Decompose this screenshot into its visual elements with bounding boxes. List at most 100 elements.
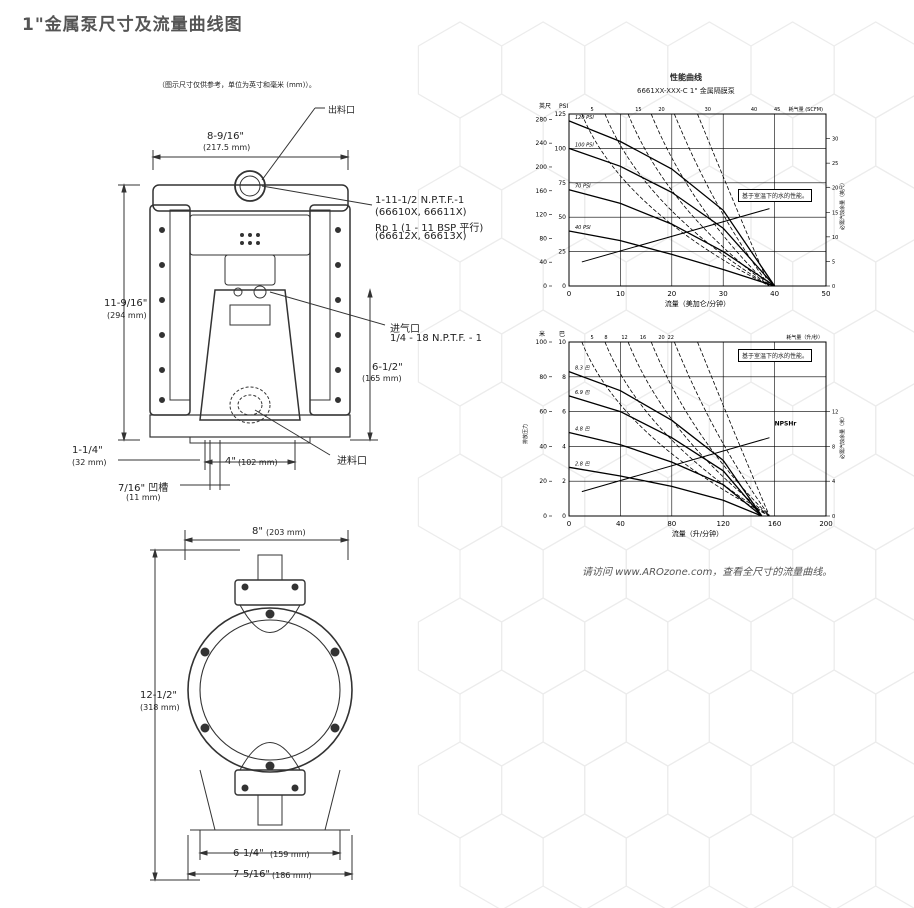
chart2-top-tick: 16	[640, 335, 646, 341]
chart1-y-outer-tick: 120	[536, 212, 548, 219]
chart2-y-tick: 10	[558, 339, 566, 346]
chart1-series-label: 40 PSI	[575, 225, 591, 231]
chart1-x-tick: 20	[667, 290, 676, 298]
side-base-mm: (159 mm)	[270, 850, 310, 859]
chart1-y-outer-tick: 0	[543, 283, 547, 290]
side-overall-in: 7-5/16"	[233, 869, 271, 880]
chart1-series-line	[568, 147, 776, 287]
chart1-y-outer-tick: 240	[536, 140, 548, 147]
chart1-series-label: 70 PSI	[575, 184, 591, 190]
chart2-air-curve	[673, 341, 770, 517]
side-height-mm: (318 mm)	[140, 703, 180, 712]
chart1-top-tick: 45	[774, 107, 780, 113]
chart1-y-tick: 25	[558, 249, 566, 256]
port-line-3: Rp 1 (1 - 11 BSP 平行)	[375, 223, 484, 234]
chart2-x-tick: 40	[616, 520, 625, 528]
side-width-mm: (203 mm)	[266, 528, 306, 537]
chart1-series-label: 120 PSI	[575, 115, 594, 121]
chart1-series-line	[568, 230, 775, 287]
chart1-right-tick: 5	[832, 259, 835, 265]
chart2-y-outer-tick: 0	[543, 513, 547, 520]
height-dim-in: 11-9/16"	[104, 298, 148, 309]
chart1-top-tick: 30	[705, 107, 711, 113]
air-inlet-label: 进气口	[390, 324, 420, 335]
chart1-x-tick: 50	[822, 290, 831, 298]
port-line-1: 1-11-1/2 N.P.T.F.-1	[375, 195, 465, 206]
chart1-right-tick: 0	[832, 284, 835, 290]
outlet-label: 出料口	[328, 106, 356, 116]
front-caption: （图示尺寸仅供参考，单位为英寸和毫米 (mm)）。	[158, 81, 316, 89]
chart2-y-outer-tick: 20	[539, 478, 547, 485]
chart1-top-label: 耗气量 (SCFM)	[789, 106, 823, 113]
chart1-right-tick: 10	[832, 235, 838, 241]
footer-note: 请访问 www.AROzone.com，查看全尺寸的流量曲线。	[582, 567, 833, 578]
page-title: 1"金属泵尺寸及流量曲线图	[22, 15, 243, 35]
chart1-title: 性能曲线	[670, 73, 702, 82]
chart2-series-label: 2.8 巴	[575, 461, 591, 467]
chart1-ylabel-outer: 英尺	[539, 102, 551, 110]
chart1-y-tick: 0	[562, 283, 566, 290]
chart2-top-tick: 5	[591, 335, 594, 341]
chart2-air-curve	[627, 341, 770, 517]
chart1-y-tick: 50	[558, 214, 566, 221]
slot-dim-mm: (11 mm)	[126, 493, 161, 502]
chart2-right-tick: 8	[832, 444, 835, 450]
inlet-label: 进料口	[337, 456, 367, 467]
chart1-air-curve	[650, 113, 770, 287]
chart2-y-outer-tick: 60	[539, 409, 547, 416]
port-line-4: (66612X, 66613X)	[375, 231, 467, 242]
chart2-npsh-label: NPSHr	[775, 421, 797, 428]
slot-dim-in: 7/16" 凹槽	[118, 483, 169, 494]
air-inlet-thread: 1/4 - 18 N.P.T.F. - 1	[390, 333, 483, 344]
chart2-x-tick: 160	[768, 520, 781, 528]
chart2-top-tick: 12	[621, 335, 627, 341]
chart2-series-label: 6.9 巴	[575, 390, 591, 396]
chart1-top-tick: 40	[751, 107, 757, 113]
chart1-air-curve	[627, 113, 770, 287]
chart1-air-curve	[673, 113, 770, 287]
chart2-y-tick: 8	[562, 374, 566, 381]
chart2-top-tick: 20	[658, 335, 664, 341]
chart2-y-tick: 2	[562, 478, 566, 485]
chart1-xlabel: 流量（美加仑/分钟）	[665, 299, 730, 308]
inlet-height-in: 6-1/2"	[372, 362, 403, 373]
chart1-y-outer-tick: 200	[536, 164, 548, 171]
chart1-x-tick: 40	[770, 290, 779, 298]
chart1-right-tick: 25	[832, 161, 838, 167]
chart1-y-outer-tick: 80	[539, 235, 547, 242]
chart2-x-tick: 200	[819, 520, 832, 528]
side-height-in: 12-1/2"	[140, 690, 178, 701]
chart2-right-tick: 4	[832, 479, 835, 485]
chart1-y-tick: 75	[558, 180, 566, 187]
chart2-y-tick: 0	[562, 513, 566, 520]
chart2-air-curve	[697, 341, 770, 517]
chart2-x-tick: 120	[717, 520, 730, 528]
chart2-top-tick: 22	[668, 335, 674, 341]
chart2-series-line	[568, 431, 763, 517]
chart1-y-outer-tick: 40	[539, 259, 547, 266]
chart2-x-tick: 0	[567, 520, 571, 528]
inlet-height-mm: (165 mm)	[362, 374, 402, 383]
chart2-npsh-line	[581, 437, 770, 493]
chart1-right-tick: 15	[832, 210, 838, 216]
chart2-y-outer-tick: 40	[539, 443, 547, 450]
chart2-top-label: 耗气量（升/秒）	[786, 334, 823, 341]
span-dim-mm: (102 mm)	[238, 458, 278, 467]
chart2-ylabel-pressure: 排放压力	[522, 424, 529, 444]
chart2-right-tick: 0	[832, 514, 835, 520]
chart2-series-line	[568, 466, 763, 517]
chart1-subtitle: 6661XX-XXX-C 1" 金属隔膜泵	[637, 87, 735, 95]
chart2-ylabel-outer: 米	[539, 330, 545, 338]
chart2-xlabel: 流量（升/分钟）	[672, 529, 723, 538]
chart1-y-tick: 100	[555, 145, 567, 152]
chart1-npsh-line	[581, 208, 770, 263]
base-dim-in: 1-1/4"	[72, 445, 103, 456]
chart2-note: 基于室温下的水的性能。	[738, 349, 813, 362]
chart1-ylabel-right: 必需汽蚀余量（英尺）	[839, 180, 846, 230]
chart1-air-curve	[581, 113, 770, 287]
chart1-x-tick: 0	[567, 290, 571, 298]
chart2-series-line	[568, 370, 763, 517]
chart2-y-outer-tick: 80	[539, 374, 547, 381]
